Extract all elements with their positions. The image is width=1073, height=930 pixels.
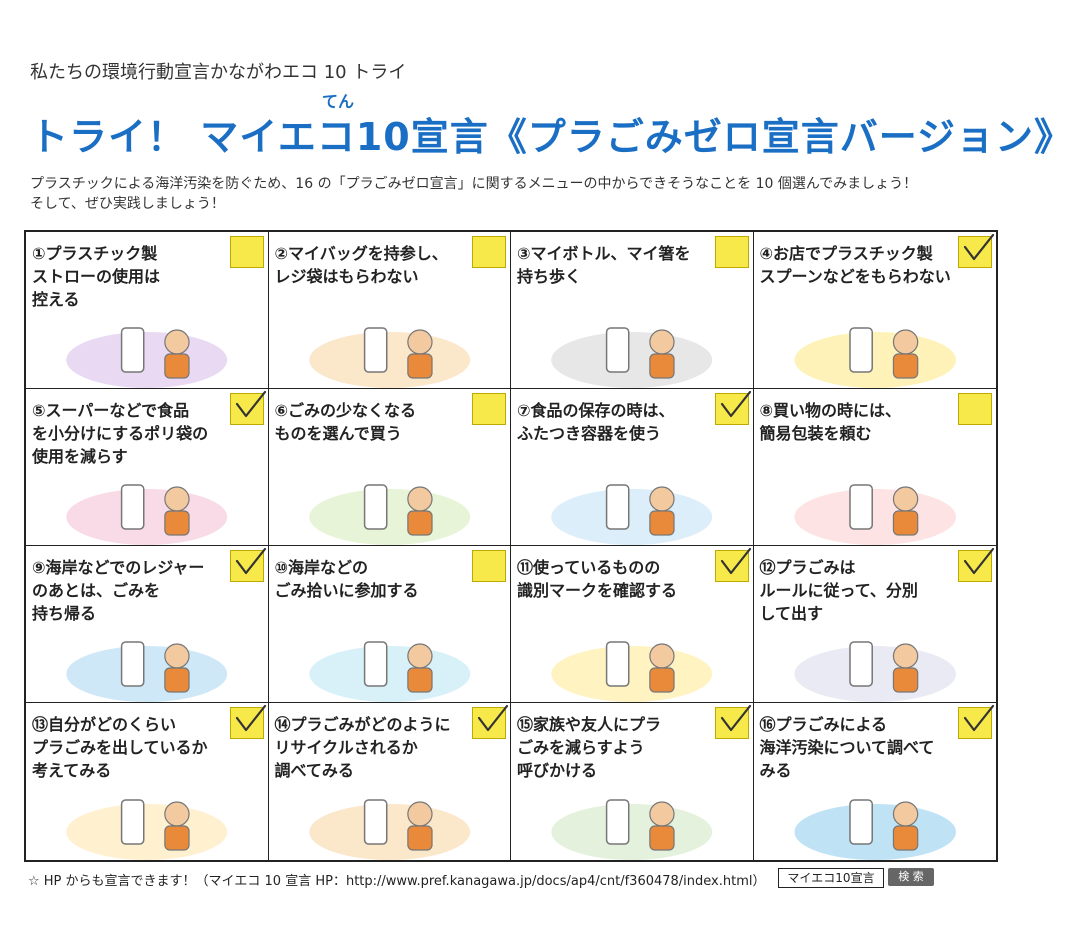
illustration	[754, 298, 997, 388]
declaration-checkbox[interactable]	[714, 547, 751, 582]
declaration-checkbox[interactable]	[472, 236, 506, 268]
declaration-label: ⑥ごみの少なくなる ものを選んで買う	[274, 401, 417, 443]
declaration-item: ④お店でプラスチック製 スプーンなどをもらわない	[753, 232, 997, 389]
declaration-item: ⑥ごみの少なくなる ものを選んで買う	[268, 389, 511, 546]
check-mark-icon	[477, 704, 509, 732]
illustration	[511, 770, 753, 860]
page-title: トライ！ マイエコ10宣言《プラごみゼロ宣言バージョン》	[30, 115, 1073, 159]
illustration	[26, 298, 268, 388]
declaration-label: ⑮家族や友人にプラ ごみを減らすよう 呼びかける	[517, 715, 662, 780]
check-mark-icon	[235, 390, 266, 418]
declaration-checkbox[interactable]	[229, 236, 264, 268]
illustration	[26, 455, 268, 545]
declaration-checkbox[interactable]	[714, 236, 749, 268]
declaration-label: ⑦食品の保存の時は、 ふたつき容器を使う	[517, 401, 675, 443]
declaration-item: ①プラスチック製 ストローの使用は 控える	[26, 232, 269, 389]
illustration	[269, 298, 511, 388]
intro-text: プラスチックによる海洋汚染を防ぐため、16 の「プラごみゼロ宣言」に関するメニュ…	[30, 174, 1010, 214]
declaration-label: ⑪使っているものの 識別マークを確認する	[517, 558, 678, 600]
declaration-item: ⑦食品の保存の時は、 ふたつき容器を使う	[511, 389, 754, 546]
footer-note: ☆ HP からも宣言できます！（マイエコ 10 宣言 HP：http://www…	[28, 874, 766, 889]
declaration-label: ⑧買い物の時には、 簡易包装を頼む	[759, 401, 902, 443]
declaration-checkbox[interactable]	[472, 393, 506, 425]
illustration	[754, 455, 997, 545]
declaration-label: ⑤スーパーなどで食品 を小分けにするポリ袋の 使用を減らす	[32, 401, 209, 466]
declaration-label: ②マイバッグを持参し、 レジ袋はもらわない	[274, 244, 448, 286]
declaration-checkbox[interactable]	[472, 550, 506, 582]
check-mark-icon	[963, 704, 995, 732]
page-subtitle: 私たちの環境行動宣言かながわエコ 10 トライ	[30, 62, 407, 83]
declaration-item: ⑧買い物の時には、 簡易包装を頼む	[753, 389, 997, 546]
declaration-checkbox[interactable]	[229, 547, 266, 582]
declaration-label: ①プラスチック製 ストローの使用は 控える	[32, 244, 161, 309]
declaration-label: ⑩海岸などの ごみ拾いに参加する	[274, 558, 419, 600]
intro-line-2: そして、ぜひ実践しましょう！	[30, 196, 225, 212]
declaration-label: ⑯プラごみによる 海洋汚染について調べて みる	[759, 715, 935, 780]
declaration-label: ⑫プラごみは ルールに従って、分別 して出す	[759, 558, 918, 623]
illustration	[269, 612, 511, 702]
illustration	[754, 612, 997, 702]
declaration-label: ⑨海岸などでのレジャー のあとは、ごみを 持ち帰る	[32, 558, 205, 623]
declaration-checkbox[interactable]	[958, 704, 995, 739]
declaration-checkbox[interactable]	[958, 393, 992, 425]
declaration-item: ⑨海岸などでのレジャー のあとは、ごみを 持ち帰る	[26, 546, 269, 703]
declaration-item: ⑯プラごみによる 海洋汚染について調べて みる	[753, 703, 997, 860]
declaration-checkbox[interactable]	[714, 704, 751, 739]
declaration-item: ⑪使っているものの 識別マークを確認する	[511, 546, 754, 703]
check-mark-icon	[963, 233, 995, 261]
declaration-checkbox[interactable]	[229, 390, 266, 425]
declaration-item: ⑬自分がどのくらい プラごみを出しているか 考えてみる	[26, 703, 269, 860]
declaration-label: ⑬自分がどのくらい プラごみを出しているか 考えてみる	[32, 715, 208, 780]
illustration	[511, 298, 753, 388]
search-keyword-box: マイエコ10宣言	[778, 868, 884, 888]
declaration-item: ⑫プラごみは ルールに従って、分別 して出す	[753, 546, 997, 703]
check-mark-icon	[963, 547, 995, 575]
declaration-label: ⑭プラごみがどのように リサイクルされるか 調べてみる	[274, 715, 451, 780]
illustration	[754, 770, 997, 860]
illustration	[269, 770, 511, 860]
declaration-checkbox[interactable]	[958, 547, 995, 582]
declaration-item: ⑩海岸などの ごみ拾いに参加する	[268, 546, 511, 703]
title-ruby: てん	[322, 92, 355, 111]
illustration	[26, 612, 268, 702]
intro-line-1: プラスチックによる海洋汚染を防ぐため、16 の「プラごみゼロ宣言」に関するメニュ…	[30, 176, 918, 192]
declaration-item: ⑮家族や友人にプラ ごみを減らすよう 呼びかける	[511, 703, 754, 860]
check-mark-icon	[720, 547, 751, 575]
declaration-item: ③マイボトル、マイ箸を 持ち歩く	[511, 232, 754, 389]
declaration-item: ⑤スーパーなどで食品 を小分けにするポリ袋の 使用を減らす	[26, 389, 269, 546]
declaration-checkbox[interactable]	[958, 233, 995, 268]
declaration-item: ⑭プラごみがどのように リサイクルされるか 調べてみる	[268, 703, 511, 860]
declaration-checkbox[interactable]	[229, 704, 266, 739]
declaration-label: ③マイボトル、マイ箸を 持ち歩く	[517, 244, 691, 286]
illustration	[269, 455, 511, 545]
illustration	[511, 612, 753, 702]
check-mark-icon	[720, 704, 751, 732]
illustration	[511, 455, 753, 545]
declaration-checkbox[interactable]	[714, 390, 751, 425]
search-button[interactable]: 検 索	[888, 868, 934, 886]
check-mark-icon	[235, 704, 266, 732]
declaration-checkbox[interactable]	[472, 704, 509, 739]
declaration-item: ②マイバッグを持参し、 レジ袋はもらわない	[268, 232, 511, 389]
check-mark-icon	[720, 390, 751, 418]
declaration-label: ④お店でプラスチック製 スプーンなどをもらわない	[759, 244, 951, 286]
check-mark-icon	[235, 547, 266, 575]
illustration	[26, 770, 268, 860]
declaration-grid: ①プラスチック製 ストローの使用は 控える ②マイバッグを持参し、 レジ袋はもらわ…	[24, 230, 998, 862]
